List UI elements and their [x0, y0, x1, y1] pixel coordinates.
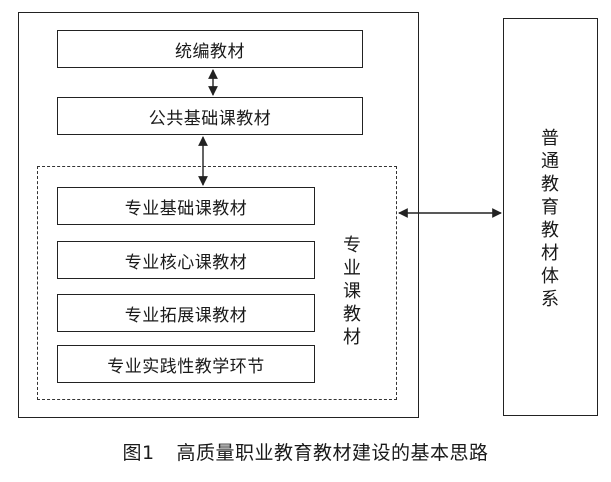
general-education-system-label: 普通教育教材体系	[541, 128, 559, 310]
major-practice-box: 专业实践性教学环节	[57, 345, 315, 383]
figure-title: 高质量职业教育教材建设的基本思路	[176, 442, 489, 464]
public-basic-textbook-box: 公共基础课教材	[57, 97, 363, 135]
major-basic-textbook-label: 专业基础课教材	[124, 198, 248, 219]
major-basic-textbook-box: 专业基础课教材	[57, 187, 315, 225]
professional-course-group	[37, 166, 397, 400]
figure-caption: 图1 高质量职业教育教材建设的基本思路	[0, 438, 611, 465]
unified-textbook-box: 统编教材	[57, 30, 363, 68]
major-extension-textbook-box: 专业拓展课教材	[57, 294, 315, 332]
public-basic-textbook-label: 公共基础课教材	[148, 108, 272, 129]
figure-number: 图1	[122, 442, 155, 464]
professional-course-group-label: 专业课教材	[343, 235, 361, 348]
major-practice-label: 专业实践性教学环节	[107, 356, 265, 377]
unified-textbook-label: 统编教材	[175, 41, 245, 62]
major-core-textbook-box: 专业核心课教材	[57, 241, 315, 279]
major-core-textbook-label: 专业核心课教材	[124, 252, 248, 273]
major-extension-textbook-label: 专业拓展课教材	[124, 305, 248, 326]
general-education-system-box	[503, 18, 598, 416]
